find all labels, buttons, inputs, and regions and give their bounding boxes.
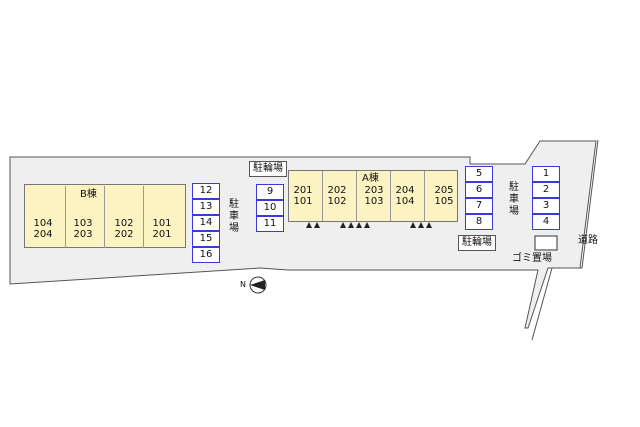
building-a-name: A棟 xyxy=(362,173,379,184)
parking-slot-1: 1 xyxy=(532,166,560,182)
unit-a-4: 204 104 xyxy=(395,185,415,207)
road-edge xyxy=(531,139,599,341)
parking-slot-12: 12 xyxy=(192,183,220,199)
garbage-label: ゴミ置場 xyxy=(512,253,552,264)
parking-slot-8: 8 xyxy=(465,214,493,230)
unit-b-2: 103 203 xyxy=(73,218,93,240)
north-arrow-icon xyxy=(249,276,267,294)
bike-parking-label-top: 駐輪場 xyxy=(249,161,287,177)
parking-slot-4: 4 xyxy=(532,214,560,230)
entrance-markers-a xyxy=(306,222,432,228)
parking-slot-11: 11 xyxy=(256,216,284,232)
unit-b-4: 101 201 xyxy=(152,218,172,240)
north-label: N xyxy=(240,280,246,289)
divider xyxy=(390,171,391,221)
divider xyxy=(143,186,144,248)
bike-parking-label-bottom: 駐輪場 xyxy=(458,235,496,251)
unit-b-3: 102 202 xyxy=(114,218,134,240)
parking-slot-13: 13 xyxy=(192,199,220,215)
road-label: 道路 xyxy=(578,235,598,246)
parking-slot-5: 5 xyxy=(465,166,493,182)
parking-slot-7: 7 xyxy=(465,198,493,214)
parking-slot-3: 3 xyxy=(532,198,560,214)
divider xyxy=(65,186,66,248)
unit-a-1: 201 101 xyxy=(293,185,313,207)
unit-b-1: 104 204 xyxy=(33,218,53,240)
parking-slot-15: 15 xyxy=(192,231,220,247)
parking-slot-10: 10 xyxy=(256,200,284,216)
divider xyxy=(322,171,323,221)
parking-slot-2: 2 xyxy=(532,182,560,198)
parking-slot-6: 6 xyxy=(465,182,493,198)
building-b xyxy=(24,184,186,248)
divider xyxy=(424,171,425,221)
divider xyxy=(356,171,357,221)
unit-a-5: 205 105 xyxy=(434,185,454,207)
parking-label-right: 駐車場 xyxy=(509,182,519,217)
unit-a-2: 202 102 xyxy=(327,185,347,207)
building-a xyxy=(288,170,458,222)
parking-slot-16: 16 xyxy=(192,247,220,263)
parking-label-left: 駐車場 xyxy=(229,199,239,234)
building-b-name: B棟 xyxy=(80,189,97,200)
parking-slot-14: 14 xyxy=(192,215,220,231)
garbage-box xyxy=(534,235,558,251)
unit-a-3: 203 103 xyxy=(364,185,384,207)
parking-slot-9: 9 xyxy=(256,184,284,200)
divider xyxy=(104,186,105,248)
